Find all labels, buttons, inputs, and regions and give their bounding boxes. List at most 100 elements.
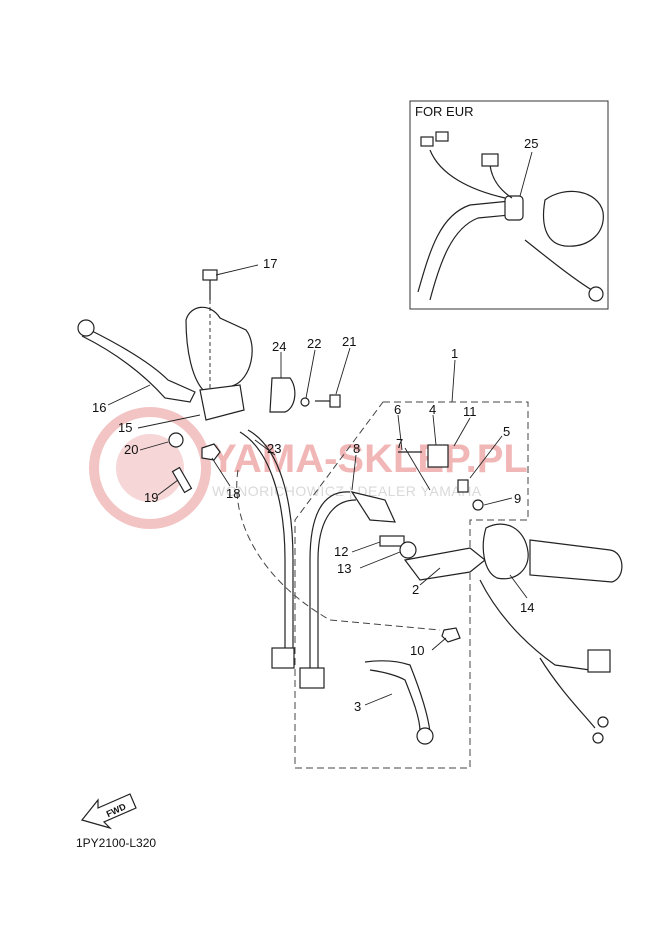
leader-5	[469, 435, 503, 479]
fwd-arrow: FWD	[80, 793, 137, 830]
watermark-logo-core	[116, 434, 184, 502]
collar-20	[168, 432, 184, 448]
inset-frame	[409, 100, 609, 310]
switch-connector	[587, 649, 611, 673]
master-cylinder-reservoir	[185, 306, 253, 393]
leader-7	[404, 447, 431, 491]
watermark: YAMA-SKLEP.PL WONORICHOWICZ | DEALER YAM…	[89, 407, 528, 529]
clutch-lever-ball	[416, 727, 434, 745]
callout-11: 11	[463, 404, 477, 419]
bolt-21-head	[329, 394, 341, 408]
throttle-grip	[529, 539, 623, 583]
callout-7: 7	[396, 436, 403, 451]
callout-1: 1	[451, 346, 458, 361]
callout-8: 8	[353, 441, 360, 456]
callouts: 1 2 3 4 5 6 7 8 9 10 11 12 13 14 15 16 1…	[92, 256, 534, 714]
callout-15: 15	[118, 420, 132, 435]
leader-4	[432, 414, 437, 446]
leader-15	[137, 414, 201, 429]
leader-1	[451, 359, 456, 403]
callout-17: 17	[263, 256, 277, 271]
leader-11	[453, 417, 471, 447]
callout-25: 25	[524, 136, 538, 151]
terminal-a	[597, 716, 609, 728]
inset-leader-25	[519, 151, 533, 197]
callout-5: 5	[503, 424, 510, 439]
inset-lever	[524, 239, 596, 293]
callout-13: 13	[337, 561, 351, 576]
leader-16	[107, 384, 151, 406]
inset-clamp	[504, 195, 524, 221]
leader-18	[211, 457, 231, 487]
cable-connector-8	[299, 667, 325, 689]
switch-wiring-2	[539, 657, 596, 729]
callout-6: 6	[394, 402, 401, 417]
nut-10	[441, 627, 461, 643]
inset-connector-a	[420, 136, 434, 147]
inset-lever-ball	[588, 286, 604, 302]
master-cylinder-body	[199, 384, 245, 421]
clutch-lever-3	[364, 660, 431, 733]
leader-3	[364, 693, 393, 706]
leader-23	[254, 439, 276, 456]
diagram-code: 1PY2100-L320	[76, 836, 156, 850]
master-cylinder-group	[77, 269, 341, 669]
callout-20: 20	[124, 442, 138, 457]
callout-4: 4	[429, 402, 436, 417]
leader-21	[335, 347, 351, 395]
leader-8	[351, 454, 357, 491]
leader-6	[397, 414, 403, 451]
callout-14: 14	[520, 600, 534, 615]
inset-wire-2	[489, 164, 513, 199]
washer-22	[300, 397, 310, 407]
nut-18	[201, 443, 221, 461]
watermark-brand: YAMA-SKLEP.PL	[210, 437, 528, 481]
assembly-dashed-outline	[294, 401, 529, 769]
lever-holder-2	[403, 547, 486, 581]
callout-10: 10	[410, 643, 424, 658]
inset-handlebar	[417, 199, 521, 293]
inset-connector-c	[481, 153, 499, 167]
callout-19: 19	[144, 490, 158, 505]
callout-16: 16	[92, 400, 106, 415]
inset-wire	[429, 149, 506, 199]
collar-13	[399, 541, 417, 559]
callout-22: 22	[307, 336, 321, 351]
brake-lever-ball	[77, 319, 95, 337]
leader-22	[305, 349, 316, 399]
clamp-24	[269, 377, 296, 413]
bolt-17-head	[202, 269, 218, 281]
leader-13	[359, 551, 401, 569]
clutch-lever-3-b	[369, 669, 421, 733]
watermark-tagline: WONORICHOWICZ | DEALER YAMAHA	[212, 483, 482, 499]
brake-lever-16	[81, 329, 196, 403]
brake-hose-23	[239, 431, 286, 650]
terminal-b	[592, 732, 604, 744]
screw-5	[457, 479, 469, 493]
inset-handlebar-inner	[429, 213, 521, 301]
fwd-arrow-icon	[80, 793, 137, 830]
switch-wiring	[479, 579, 591, 671]
brake-hose-23-b	[247, 429, 294, 650]
inset-connector-b	[435, 131, 449, 142]
hose-connector-23	[271, 647, 295, 669]
callout-3: 3	[354, 699, 361, 714]
leader-20	[139, 441, 169, 451]
callout-23: 23	[267, 441, 281, 456]
watermark-logo-ring	[89, 407, 211, 529]
bolt-19	[171, 466, 193, 494]
handlebar-switch-14	[482, 523, 529, 580]
screw-9	[472, 499, 484, 511]
callout-18: 18	[226, 486, 240, 501]
inset-title: FOR EUR	[415, 104, 474, 119]
leader-10	[431, 637, 447, 651]
bolt-12	[379, 535, 405, 547]
callout-9: 9	[514, 491, 521, 506]
callout-24: 24	[272, 339, 286, 354]
callout-12: 12	[334, 544, 348, 559]
leader-2	[419, 567, 441, 586]
leader-17	[215, 264, 259, 276]
handlebar-outline	[236, 469, 441, 631]
switch-4	[427, 444, 449, 468]
clutch-cable-8	[309, 491, 351, 670]
